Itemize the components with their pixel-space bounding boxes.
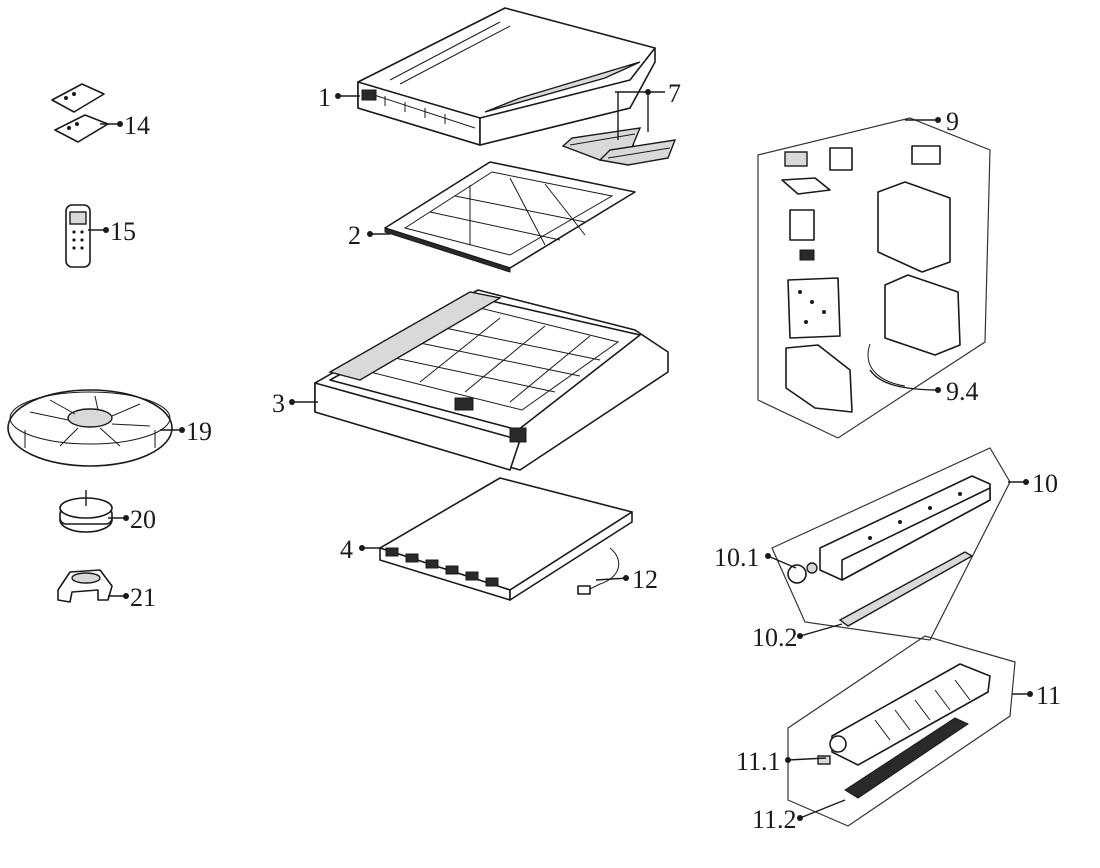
callout-14: 14 bbox=[124, 111, 150, 140]
callout-19: 19 bbox=[186, 417, 212, 446]
part-21-motor-bracket bbox=[57, 569, 113, 603]
part-3-main-body bbox=[314, 289, 669, 471]
callout-11: 11 bbox=[1036, 681, 1061, 710]
part-1-top-cover bbox=[357, 7, 656, 146]
callout-labels: 1 2 3 4 7 9 9.4 10 10.1 10.2 11 11.1 11.… bbox=[110, 79, 1061, 834]
callout-4: 4 bbox=[340, 535, 353, 564]
callout-2: 2 bbox=[348, 221, 361, 250]
callout-3: 3 bbox=[272, 389, 285, 418]
callout-10-2: 10.2 bbox=[752, 623, 798, 652]
callout-1: 1 bbox=[318, 83, 331, 112]
part-4-heat-exchanger bbox=[379, 477, 633, 601]
part-12-sensor-wire bbox=[577, 547, 620, 595]
part-19-fan-wheel bbox=[7, 389, 173, 467]
callout-9-4: 9.4 bbox=[946, 377, 979, 406]
part-15-remote bbox=[65, 204, 91, 268]
callout-20: 20 bbox=[130, 505, 156, 534]
callout-9: 9 bbox=[946, 107, 959, 136]
group-11-guide-louver bbox=[787, 635, 1016, 827]
callout-21: 21 bbox=[130, 583, 156, 612]
part-2-grille-frame bbox=[384, 161, 636, 273]
callout-15: 15 bbox=[110, 217, 136, 246]
callout-11-2: 11.2 bbox=[752, 805, 797, 834]
group-10-louver-assembly bbox=[771, 447, 1011, 641]
part-14-brackets bbox=[51, 83, 109, 143]
part-7-filters bbox=[561, 127, 677, 166]
callout-12: 12 bbox=[632, 565, 658, 594]
callout-11-1: 11.1 bbox=[736, 747, 781, 776]
callout-10-1: 10.1 bbox=[714, 543, 760, 572]
callout-10: 10 bbox=[1032, 469, 1058, 498]
leader-lines bbox=[88, 89, 1033, 821]
part-20-motor bbox=[59, 490, 113, 533]
group-9-electric-box bbox=[757, 117, 991, 439]
callout-7: 7 bbox=[668, 79, 681, 108]
